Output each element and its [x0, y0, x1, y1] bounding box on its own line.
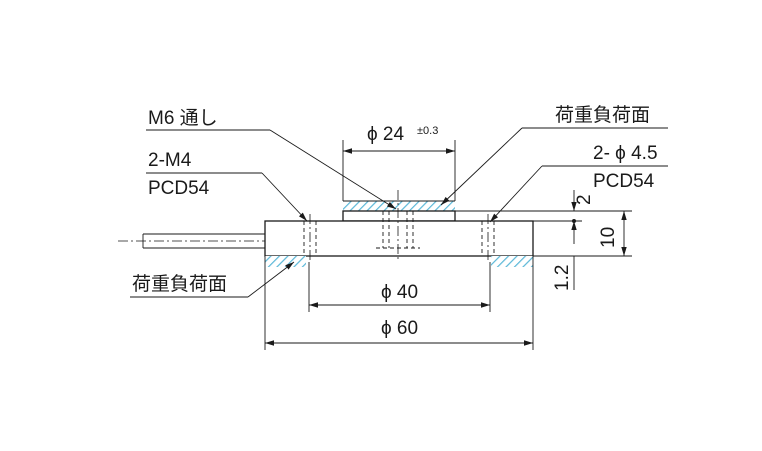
- leader-through-hole: M6 通し: [146, 107, 397, 210]
- label-mount-pcd: PCD54: [148, 178, 210, 199]
- dim-vertical: [455, 190, 632, 290]
- body: [264, 220, 534, 257]
- dim-inner-diameter: ϕ 40: [308, 262, 491, 312]
- boss: [342, 210, 456, 222]
- dim-boss-height-text: 2: [574, 194, 595, 205]
- dim-body-height-text: 10: [598, 227, 619, 248]
- leader-holes: 2- ϕ 4.5 PCD54: [489, 143, 668, 223]
- dim-outer-diameter-text: ϕ 60: [381, 318, 418, 339]
- label-through-hole: M6 通し: [148, 107, 218, 129]
- dim-boss-diameter-text: ϕ 24: [367, 124, 404, 145]
- label-bottom-load-face: 荷重負荷面: [132, 273, 227, 295]
- top-load-face-hatch: [343, 201, 455, 211]
- label-holes-pcd: PCD54: [593, 171, 655, 192]
- label-holes-count: 2- ϕ 4.5: [593, 143, 658, 164]
- leader-mount-thread: 2-M4 PCD54: [146, 150, 308, 222]
- leader-top-load-face: 荷重負荷面: [440, 104, 668, 206]
- bottom-load-face-left: [265, 256, 306, 267]
- bottom-load-face-right: [491, 256, 533, 267]
- leader-bottom-load-face: 荷重負荷面: [130, 261, 295, 298]
- dim-inner-diameter-text: ϕ 40: [381, 282, 418, 303]
- dim-boss-tolerance-text: ±0.3: [417, 125, 438, 137]
- dim-outer-diameter: ϕ 60: [264, 256, 534, 350]
- dim-boss-diameter: ϕ 24 ±0.3: [342, 124, 456, 201]
- label-mount-thread-count: 2-M4: [148, 150, 192, 171]
- cable: [118, 233, 265, 249]
- label-top-load-face: 荷重負荷面: [555, 104, 650, 126]
- dim-bottom-offset-text: 1.2: [552, 265, 573, 291]
